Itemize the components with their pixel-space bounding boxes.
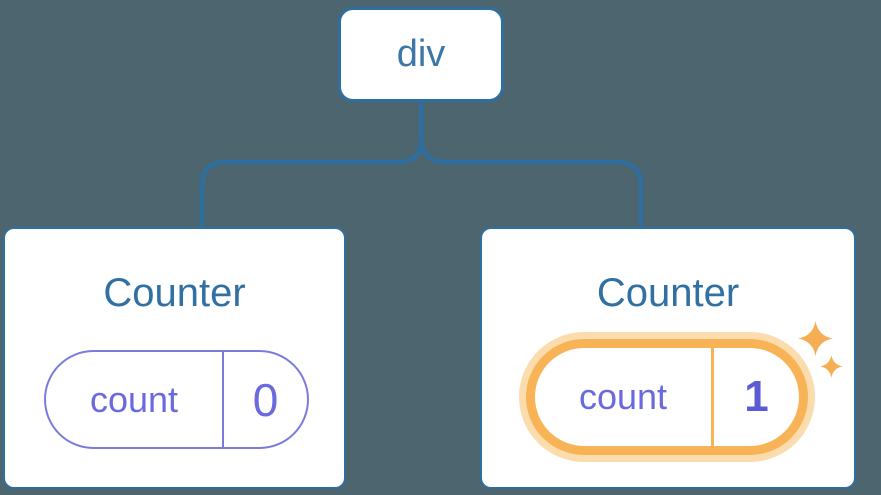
- connector-left-branch: [199, 100, 424, 227]
- sparkle-icon: [798, 321, 843, 378]
- component-title: Counter: [596, 271, 740, 315]
- state-key-label: count: [89, 378, 179, 420]
- pill-divider: [222, 352, 224, 447]
- root-node-div: div: [338, 7, 504, 102]
- connector-right-branch: [419, 100, 644, 227]
- state-pill-highlighted: count 1: [526, 339, 808, 455]
- pill-divider: [711, 348, 714, 446]
- sparkle-small: [820, 355, 843, 378]
- state-key-label: count: [578, 376, 668, 417]
- counter-card-right: Counter count 1: [480, 227, 856, 489]
- root-node-label: div: [396, 33, 446, 75]
- state-value: 1: [744, 372, 769, 421]
- state-value: 0: [252, 373, 279, 426]
- sparkle-large: [798, 321, 834, 357]
- component-title: Counter: [103, 271, 246, 315]
- counter-card-left: Counter count 0: [3, 227, 346, 489]
- state-pill: count 0: [44, 350, 309, 449]
